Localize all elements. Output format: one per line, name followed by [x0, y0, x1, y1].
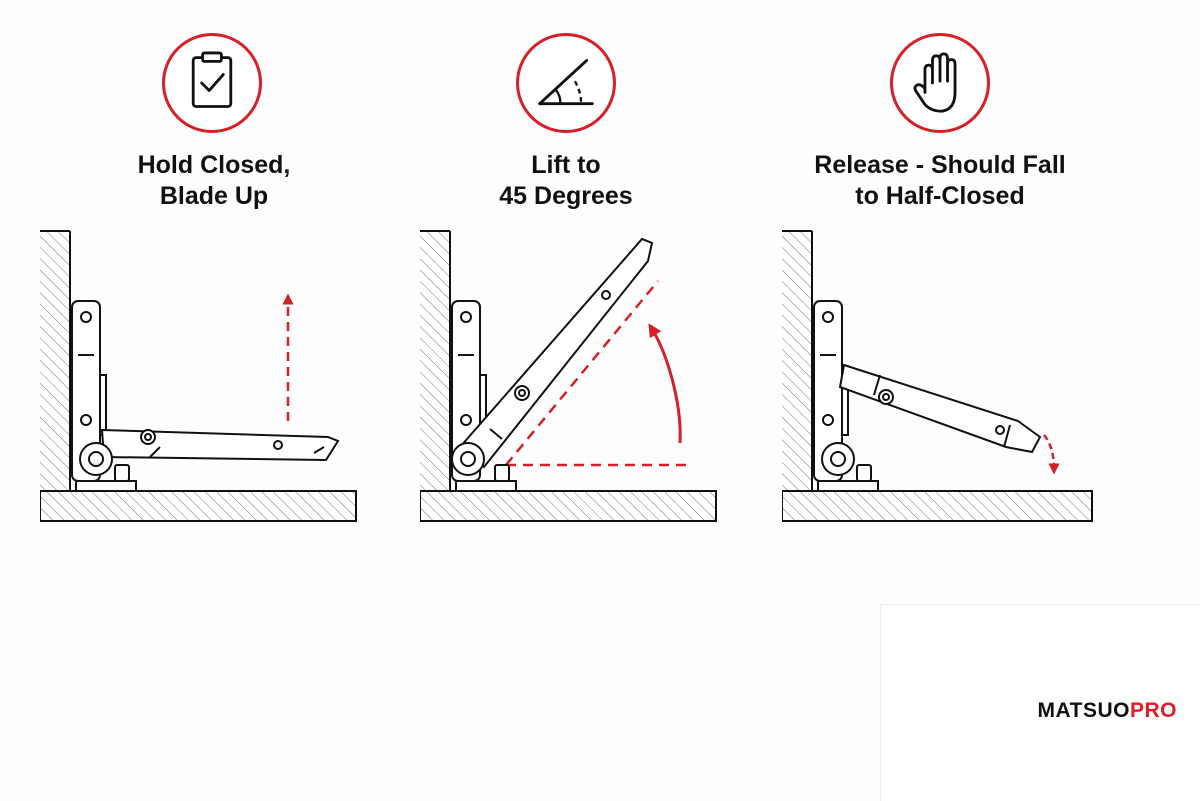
brand-name-part1: MATSUO [1037, 699, 1130, 722]
step-1-panel: Hold Closed, Blade Up [0, 0, 400, 560]
hinge-mount [71, 300, 137, 492]
step-3-title: Release - Should Fall to Half-Closed [814, 151, 1066, 210]
wall [40, 230, 71, 501]
wall [420, 230, 451, 501]
lift-rotation-arrow [648, 323, 682, 444]
hinge-closed-diagram [40, 230, 357, 522]
wall [782, 230, 813, 501]
clipboard-check-icon [162, 33, 262, 133]
angle-reference-diagonal [505, 280, 659, 466]
hinge-arm-raised [451, 237, 654, 476]
floor [782, 490, 1093, 522]
hinge-45-degree-diagram [420, 230, 717, 522]
floor [40, 490, 357, 522]
hinge-arm-closed [79, 428, 340, 476]
step-2-panel: Lift to 45 Degrees [386, 0, 786, 560]
brand-name-part2: PRO [1129, 699, 1177, 722]
fall-direction-arrow [1043, 434, 1060, 475]
stop-hand-icon [890, 33, 990, 133]
step-2-title: Lift to 45 Degrees [499, 151, 633, 210]
hinge-mount [813, 300, 879, 492]
step-3-panel: Release - Should Fall to Half-Closed [760, 0, 1160, 560]
floor [420, 490, 717, 522]
brand-area: MATSUOPRO [880, 604, 1200, 801]
hinge-half-closed-diagram [782, 230, 1093, 522]
hinge-arm-half-closed [821, 363, 1042, 476]
angle-icon [516, 33, 616, 133]
step-1-title: Hold Closed, Blade Up [137, 151, 291, 210]
brand-logo: MATSUOPRO [1038, 699, 1177, 723]
